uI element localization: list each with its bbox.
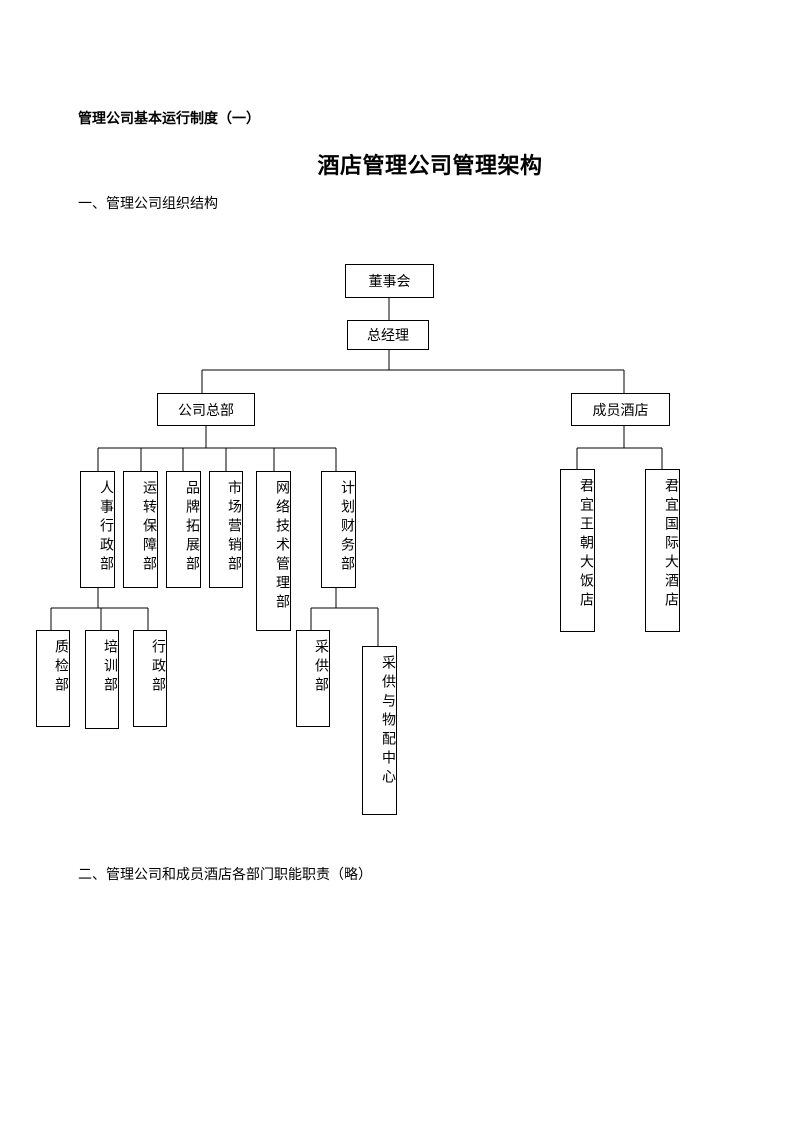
dept-marketing: 市场营销部 <box>209 471 243 588</box>
dept-operations-support: 运转保障部 <box>123 471 158 588</box>
dept-brand-expansion: 品牌拓展部 <box>166 471 201 588</box>
dept-finance-planning: 计划财务部 <box>321 471 356 588</box>
document-title: 酒店管理公司管理架构 <box>317 153 543 179</box>
sub-procurement-distribution-center: 采供与物配中心 <box>362 646 397 815</box>
dept-hr-admin: 人事行政部 <box>80 471 115 588</box>
hotel-junyi-dynasty: 君宜王朝大饭店 <box>560 469 595 632</box>
member-hotels-box: 成员酒店 <box>571 393 670 426</box>
sub-procurement: 采供部 <box>296 630 330 727</box>
document-heading: 管理公司基本运行制度（一） <box>78 111 260 127</box>
sub-quality-inspection: 质检部 <box>36 630 70 727</box>
section-1-heading: 一、管理公司组织结构 <box>78 196 218 212</box>
general-manager-box: 总经理 <box>347 320 429 350</box>
sub-training: 培训部 <box>85 630 119 729</box>
board-box: 董事会 <box>345 264 434 298</box>
hotel-junyi-international: 君宜国际大酒店 <box>645 469 680 632</box>
headquarters-box: 公司总部 <box>157 393 255 426</box>
dept-network-tech: 网络技术管理部 <box>256 471 291 631</box>
sub-administration: 行政部 <box>133 630 167 727</box>
section-2-heading: 二、管理公司和成员酒店各部门职能职责（略） <box>78 867 372 883</box>
